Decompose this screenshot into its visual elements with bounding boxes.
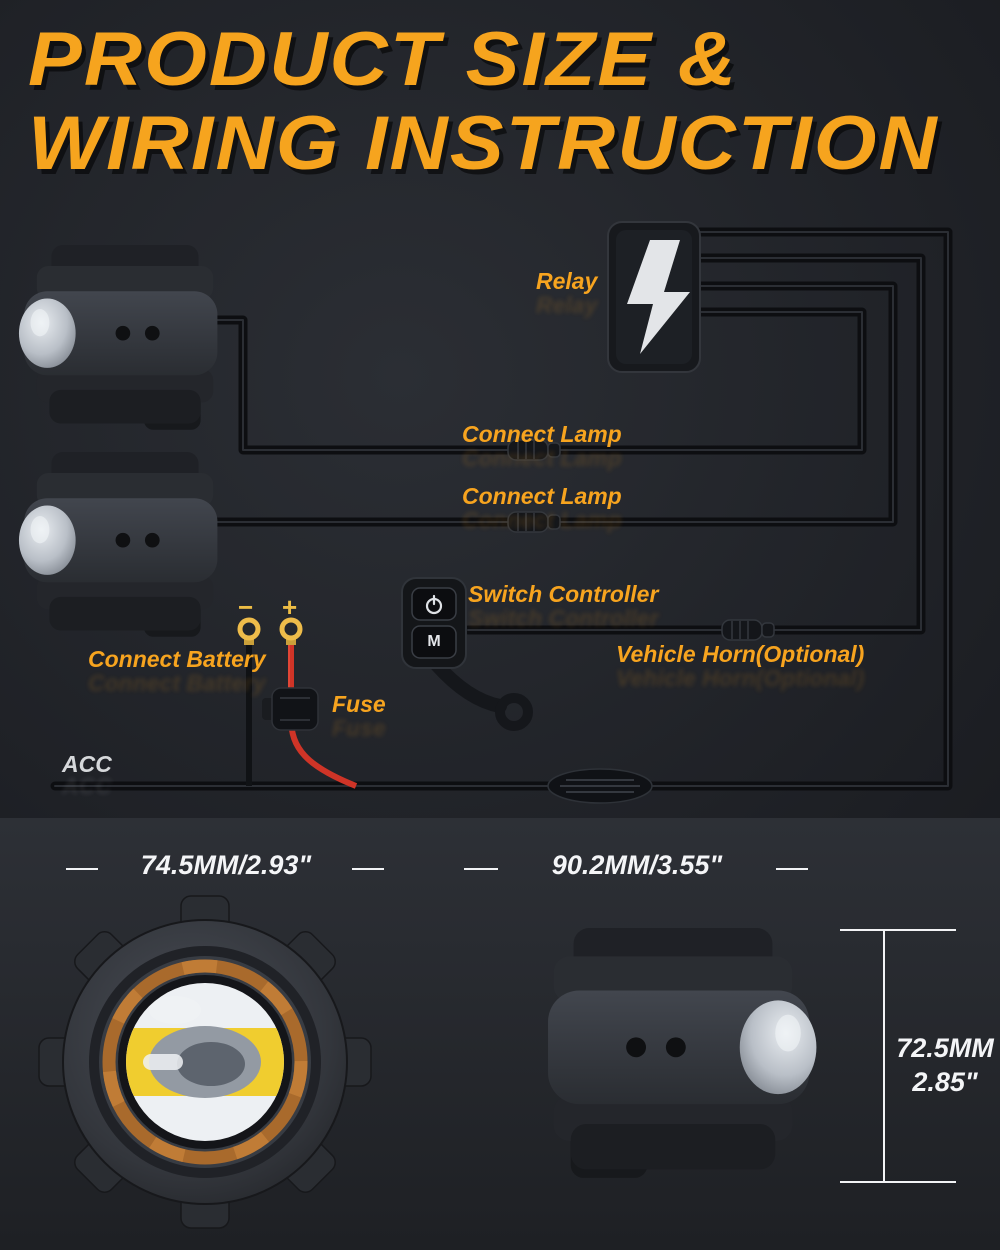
page-title-line1: PRODUCT SIZE &	[28, 17, 739, 102]
positive-terminal-symbol: +	[282, 592, 298, 622]
negative-terminal-symbol: −	[238, 592, 254, 622]
switch-controller	[401, 577, 533, 731]
front-diameter-dimension: 74.5MM/2.93"	[140, 850, 312, 880]
connector-horn	[721, 619, 775, 641]
wire-sheen	[54, 231, 949, 787]
side-width-dimension: 90.2MM/3.55"	[551, 850, 723, 880]
front-view-lamp	[38, 895, 372, 1229]
vehicle-horn-label: Vehicle Horn(Optional)	[616, 641, 865, 667]
connector-acc-inline	[547, 768, 653, 804]
switch-mode-button	[411, 625, 457, 659]
lamp-bottom	[18, 452, 218, 637]
relay-bolt-graphic	[627, 240, 690, 354]
battery-terminal-positive	[279, 617, 303, 645]
dimension-lines	[66, 868, 956, 1183]
connect-lamp-top-label: Connect Lamp	[462, 421, 622, 447]
connect-lamp-bottom-label: Connect Lamp	[462, 483, 622, 509]
connector-lamp-bottom	[507, 511, 561, 533]
battery-terminal-negative	[237, 617, 261, 645]
side-height-line1: 72.5MM	[896, 1033, 994, 1063]
switch-mode-button-label: M	[427, 633, 441, 650]
connector-lamp-top	[507, 439, 561, 461]
relay-label: Relay	[536, 268, 598, 294]
lamp-top	[18, 245, 218, 430]
switch-controller-label: Switch Controller	[468, 581, 659, 607]
acc-label: ACC	[62, 751, 112, 777]
relay	[607, 221, 701, 373]
connect-battery-label: Connect Battery	[88, 646, 266, 672]
side-height-line2: 2.85"	[912, 1066, 978, 1097]
side-height-dimension: 72.5MM 2.85"	[892, 1032, 998, 1100]
page-title-line2: WIRING INSTRUCTION	[28, 101, 939, 186]
fuse-label: Fuse	[332, 691, 386, 717]
side-view-lamp	[548, 928, 817, 1178]
power-icon	[425, 594, 443, 615]
fuse-holder	[262, 687, 319, 731]
